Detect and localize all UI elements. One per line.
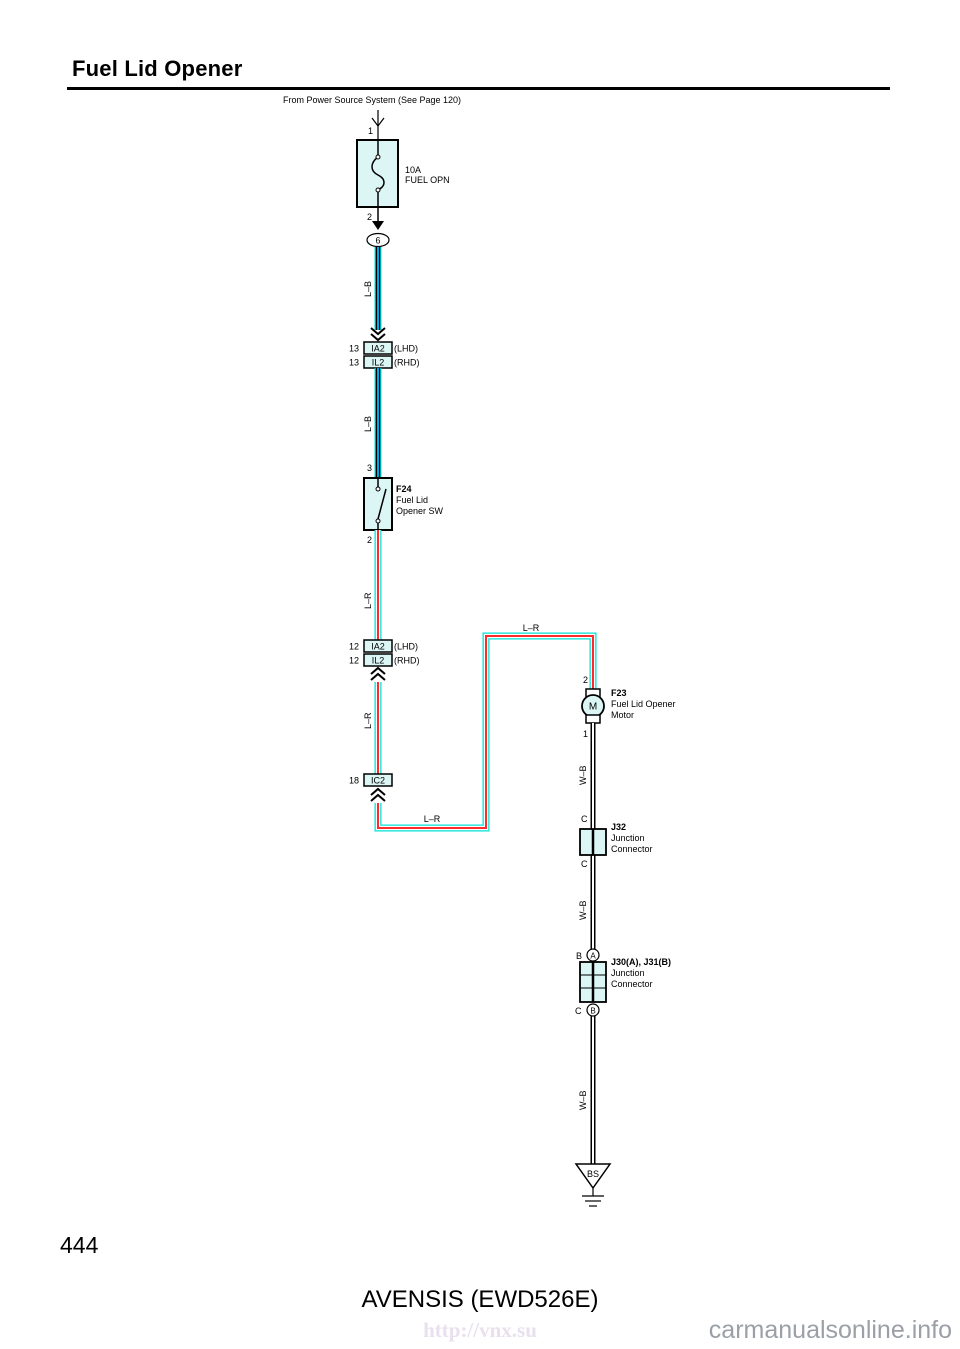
connector-arrow-icon xyxy=(370,788,386,802)
svg-text:2: 2 xyxy=(583,675,588,685)
wire-label-lr-1: L–R xyxy=(363,592,373,609)
junction-connector-j30-j31: B A B C J30(A), J31(B) Junction Connecto… xyxy=(575,948,671,1017)
ground-bs: BS xyxy=(574,1163,612,1207)
svg-text:IA2: IA2 xyxy=(371,642,385,652)
connector-ia2-il2-upper: IA2 IL2 13 13 (LHD) (RHD) xyxy=(349,341,420,369)
svg-text:IC2: IC2 xyxy=(371,776,385,786)
junction-connector-j32: C C J32 Junction Connector xyxy=(579,814,653,869)
wire-label-lr-2: L–R xyxy=(363,712,373,729)
footer-model: AVENSIS (EWD526E) xyxy=(361,1286,599,1313)
svg-text:Connector: Connector xyxy=(611,979,653,989)
svg-text:(LHD): (LHD) xyxy=(394,642,418,652)
wire-label-lr-top: L–R xyxy=(523,623,540,633)
svg-text:BS: BS xyxy=(587,1169,599,1179)
svg-text:13: 13 xyxy=(349,358,359,368)
title-rule xyxy=(67,87,890,90)
svg-text:Junction: Junction xyxy=(611,968,645,978)
svg-text:1: 1 xyxy=(583,729,588,739)
svg-text:Opener SW: Opener SW xyxy=(396,506,444,516)
svg-text:F23: F23 xyxy=(611,688,627,698)
svg-text:18: 18 xyxy=(349,776,359,786)
svg-text:(LHD): (LHD) xyxy=(394,344,418,354)
svg-text:C: C xyxy=(581,859,588,869)
fuse-pin-top: 1 xyxy=(368,126,373,136)
fuse-rating: 10A xyxy=(405,165,421,175)
svg-text:C: C xyxy=(581,814,588,824)
fuel-lid-opener-switch: 3 2 F24 Fuel Lid Opener SW xyxy=(363,463,444,545)
svg-text:IA2: IA2 xyxy=(371,344,385,354)
svg-text:C: C xyxy=(575,1006,582,1016)
svg-text:12: 12 xyxy=(349,656,359,666)
svg-text:IL2: IL2 xyxy=(372,358,385,368)
switch-contact-icon xyxy=(377,488,387,520)
connector-arrow-icon xyxy=(370,667,386,681)
wire-label-wb-2: W–B xyxy=(578,900,588,920)
wire-label-lb-2: L–B xyxy=(363,416,373,432)
svg-text:(RHD): (RHD) xyxy=(394,358,420,368)
junction-6-label: 6 xyxy=(375,236,380,246)
svg-text:A: A xyxy=(590,952,596,961)
footer-watermark: http://vnx.su xyxy=(423,1318,537,1342)
svg-text:M: M xyxy=(589,702,597,713)
svg-text:F24: F24 xyxy=(396,484,412,494)
fuel-lid-opener-motor: 2 M 1 F23 Fuel Lid Opener Motor xyxy=(581,675,676,739)
fuse: 1 10A FUEL OPN 2 xyxy=(356,126,450,230)
page-title: Fuel Lid Opener xyxy=(72,56,243,81)
wire-label-wb-3: W–B xyxy=(578,1090,588,1110)
svg-text:Fuel Lid Opener: Fuel Lid Opener xyxy=(611,699,676,709)
wire-label-wb-1: W–B xyxy=(578,765,588,785)
fuse-name: FUEL OPN xyxy=(405,175,450,185)
wire-label-lb-1: L–B xyxy=(363,281,373,297)
fuse-terminal-icon xyxy=(372,221,384,230)
svg-text:3: 3 xyxy=(367,463,372,473)
fuse-pin-bottom: 2 xyxy=(367,212,372,222)
page-number: 444 xyxy=(60,1232,99,1258)
source-arrow-icon xyxy=(371,117,385,127)
svg-text:Connector: Connector xyxy=(611,844,653,854)
svg-text:B: B xyxy=(576,951,582,961)
svg-text:J30(A), J31(B): J30(A), J31(B) xyxy=(611,957,671,967)
svg-text:2: 2 xyxy=(367,535,372,545)
svg-text:13: 13 xyxy=(349,344,359,354)
svg-text:(RHD): (RHD) xyxy=(394,656,420,666)
junction-6 xyxy=(366,232,390,248)
wire-lr-route xyxy=(374,632,597,832)
svg-text:Fuel Lid: Fuel Lid xyxy=(396,495,428,505)
svg-text:12: 12 xyxy=(349,642,359,652)
svg-text:Junction: Junction xyxy=(611,833,645,843)
svg-text:B: B xyxy=(590,1007,595,1016)
footer-site: carmanualsonline.info xyxy=(708,1316,952,1344)
connector-ia2-il2-lower: IA2 IL2 12 12 (LHD) (RHD) xyxy=(349,639,420,667)
svg-text:IL2: IL2 xyxy=(372,656,385,666)
connector-ic2: IC2 18 xyxy=(349,773,393,787)
source-label: From Power Source System (See Page 120) xyxy=(283,95,461,105)
svg-text:Motor: Motor xyxy=(611,710,634,720)
fuse-element-icon xyxy=(371,140,385,207)
svg-text:J32: J32 xyxy=(611,822,626,832)
wire-label-lr-bottom: L–R xyxy=(424,814,441,824)
ground-icon xyxy=(574,1163,612,1190)
